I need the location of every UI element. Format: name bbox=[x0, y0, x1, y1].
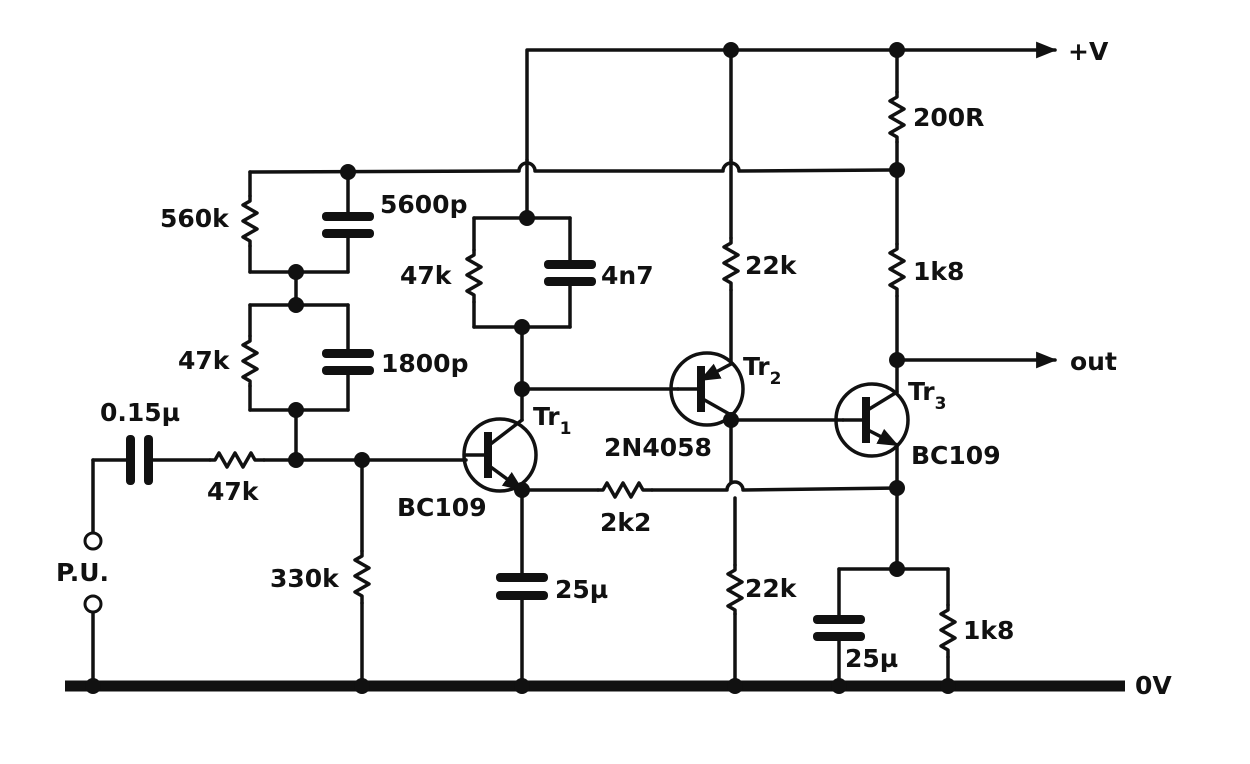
label-22k-top: 22k bbox=[745, 251, 798, 280]
label-4n7: 4n7 bbox=[601, 261, 654, 290]
resistor-1k8-collector bbox=[888, 242, 906, 298]
supply-label: +V bbox=[1068, 37, 1109, 66]
resistors bbox=[208, 90, 957, 659]
resistor-560k bbox=[241, 194, 259, 248]
labels: +V 0V out P.U. 560k 5600p 47k 1800p 0.15… bbox=[56, 37, 1172, 700]
label-47k-collector: 47k bbox=[400, 261, 453, 290]
label-5600p: 5600p bbox=[380, 190, 467, 219]
resistor-47k-input bbox=[208, 451, 266, 469]
capacitor-0-15u bbox=[126, 435, 153, 485]
tr1-type-label: BC109 bbox=[397, 493, 487, 522]
label-330k: 330k bbox=[270, 564, 340, 593]
label-560k: 560k bbox=[160, 204, 230, 233]
transistor-tr1 bbox=[462, 417, 538, 493]
label-200r: 200R bbox=[913, 103, 984, 132]
label-25u-tr3: 25µ bbox=[845, 644, 898, 673]
capacitor-4n7 bbox=[544, 260, 596, 286]
supply-rail bbox=[525, 41, 1058, 162]
label-25u-tr1: 25µ bbox=[555, 575, 608, 604]
capacitor-1800p bbox=[322, 349, 374, 375]
label-47k-fb: 47k bbox=[178, 346, 231, 375]
capacitor-25u-tr3 bbox=[813, 615, 865, 641]
resistor-200r bbox=[888, 90, 906, 144]
transistor-tr3 bbox=[834, 382, 910, 458]
output-label: out bbox=[1070, 347, 1117, 376]
resistor-1k8-emitter bbox=[939, 603, 957, 659]
tr1-label: Tr1 bbox=[533, 402, 571, 439]
feedback-bus bbox=[248, 161, 899, 174]
label-1k8-emitter: 1k8 bbox=[963, 616, 1014, 645]
junctions bbox=[85, 42, 956, 694]
pickup-label: P.U. bbox=[56, 558, 109, 587]
tr3-type-label: BC109 bbox=[911, 441, 1001, 470]
resistor-22k-bottom bbox=[726, 563, 744, 616]
resistor-47k-fb bbox=[241, 334, 259, 388]
label-0-15u: 0.15µ bbox=[100, 398, 180, 427]
label-2k2: 2k2 bbox=[600, 508, 651, 537]
label-1k8-collector: 1k8 bbox=[913, 257, 964, 286]
label-22k-bottom: 22k bbox=[745, 574, 798, 603]
resistor-330k bbox=[353, 549, 371, 605]
label-47k-input: 47k bbox=[207, 477, 260, 506]
transistor-tr2 bbox=[669, 351, 745, 427]
capacitor-25u-tr1 bbox=[496, 573, 548, 600]
resistor-22k-top bbox=[722, 236, 740, 292]
tr2-type-label: 2N4058 bbox=[604, 433, 712, 462]
tr3-label: Tr3 bbox=[908, 377, 946, 414]
pickup-terminal-bottom bbox=[83, 594, 103, 614]
resistor-47k-collector bbox=[465, 248, 483, 304]
label-1800p: 1800p bbox=[381, 349, 468, 378]
resistor-2k2 bbox=[596, 481, 654, 499]
tr2-label: Tr2 bbox=[743, 352, 781, 389]
ground-label: 0V bbox=[1135, 671, 1172, 700]
capacitors bbox=[126, 212, 865, 641]
capacitor-5600p bbox=[322, 212, 374, 238]
pickup-terminal-top bbox=[83, 531, 103, 551]
